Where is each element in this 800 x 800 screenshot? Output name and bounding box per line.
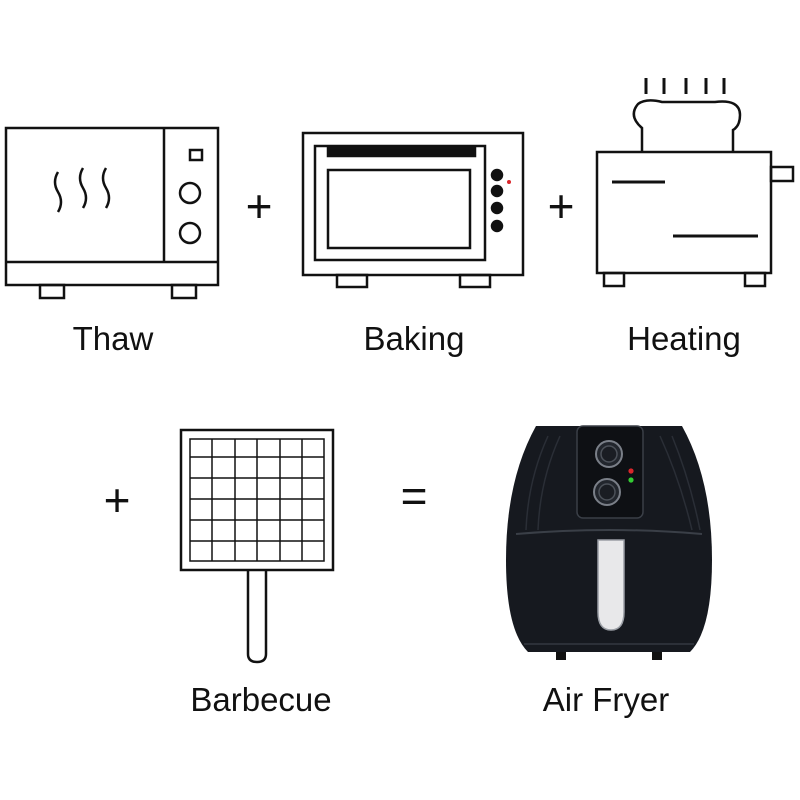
toaster-icon [595,78,795,288]
plus-sign-1: + [245,180,273,232]
plus-sign-2: + [547,180,575,232]
equals-sign: = [400,470,428,522]
label-air-fryer: Air Fryer [542,681,670,718]
label-barbecue: Barbecue [190,681,332,718]
plus-sign-3: + [103,474,131,526]
label-heating: Heating [627,320,741,357]
label-thaw: Thaw [72,320,154,357]
oven-icon [301,131,525,289]
label-baking: Baking [363,320,465,357]
air-fryer-icon [506,425,712,660]
microwave-icon [4,126,220,300]
grill-grate-icon [179,428,335,664]
